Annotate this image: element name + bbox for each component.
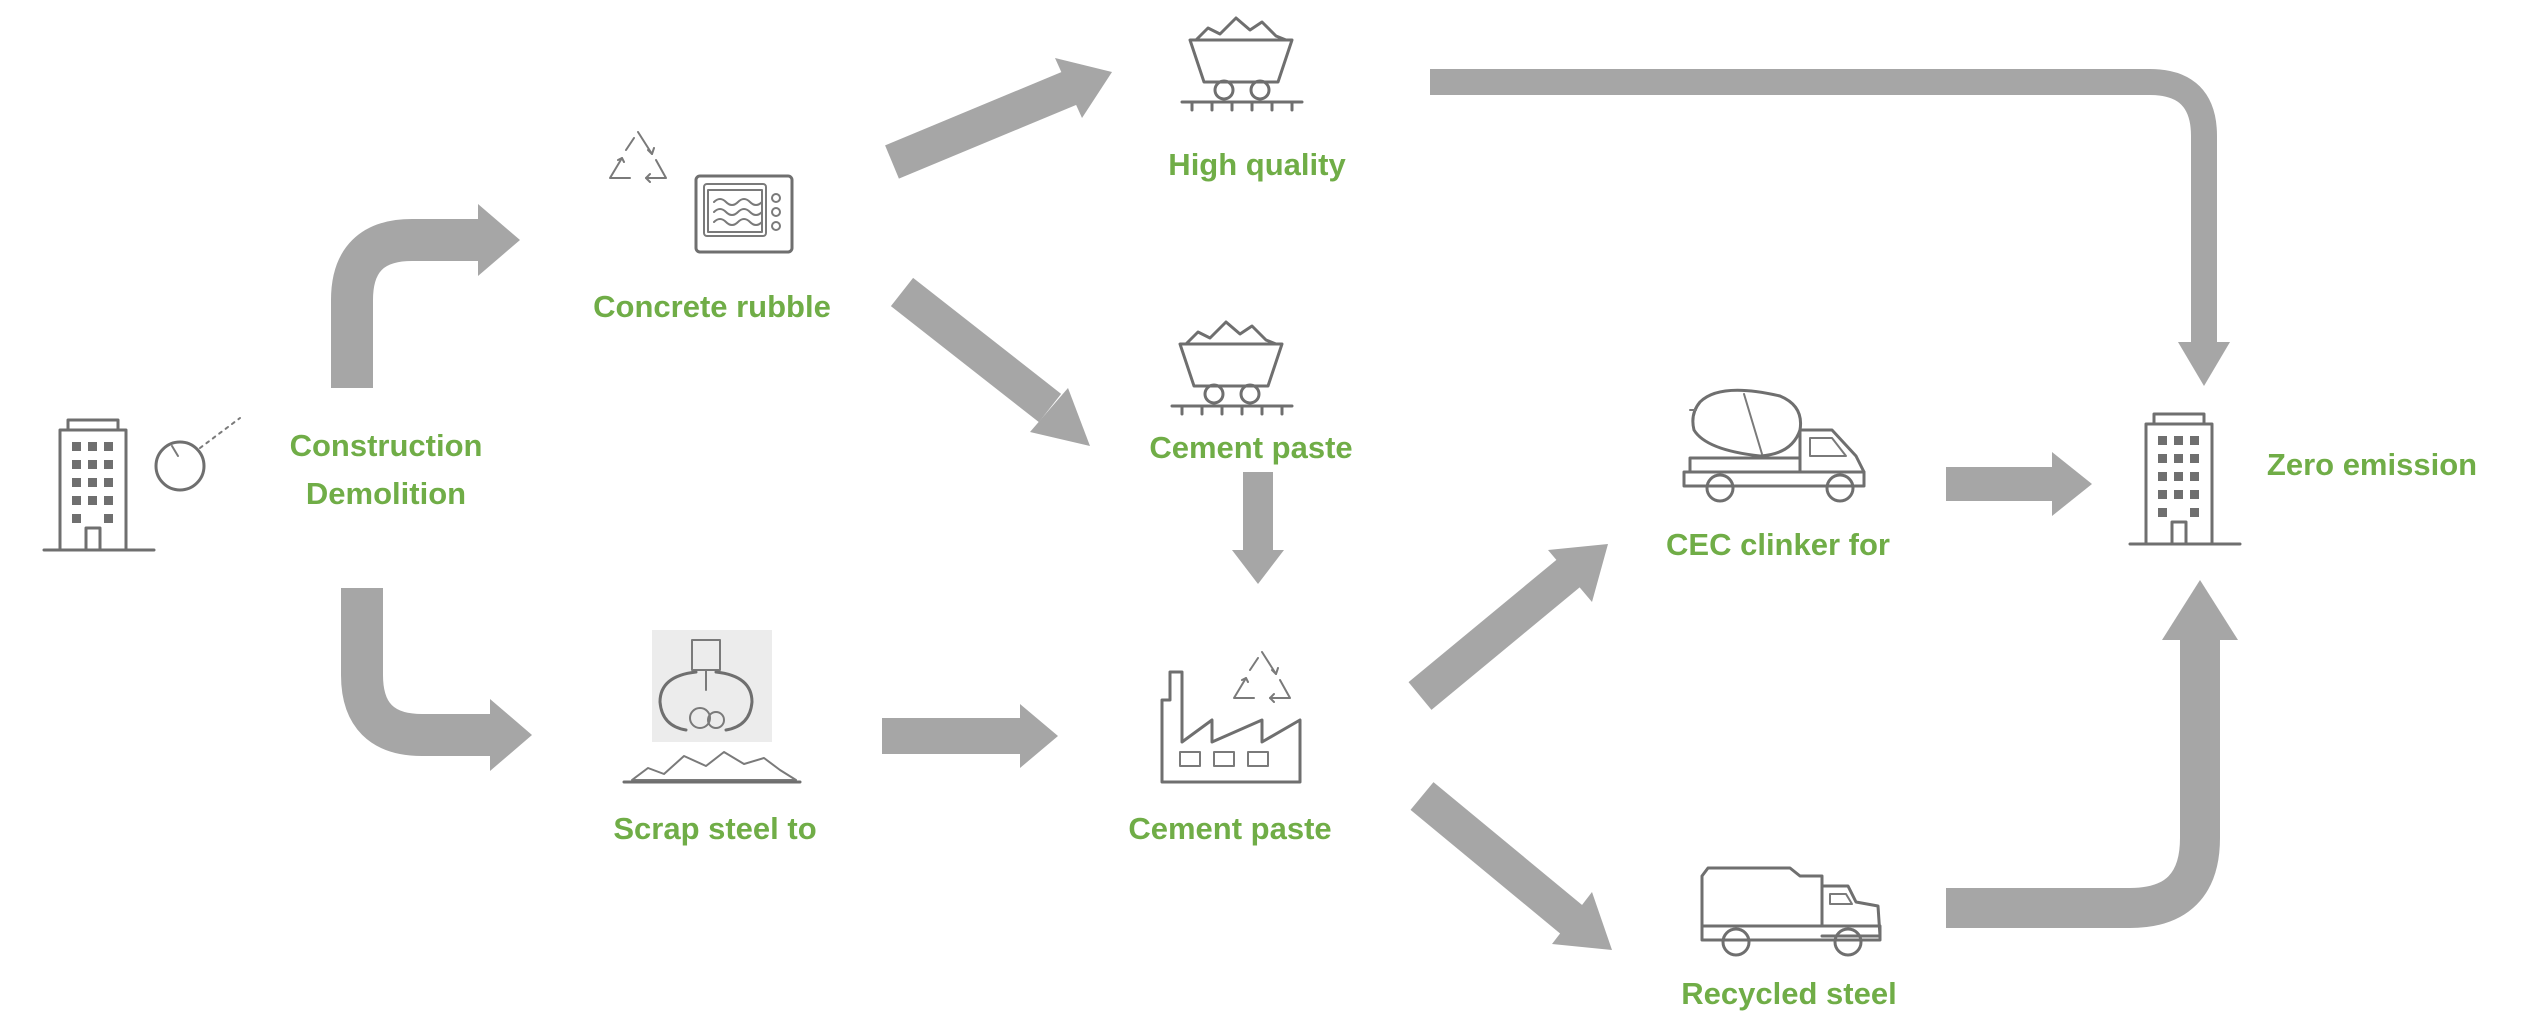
recycle-icon bbox=[1233, 651, 1291, 703]
arrow-cement-paste-down bbox=[1232, 472, 1284, 584]
factory-icon bbox=[1160, 670, 1302, 784]
zero-emission-label: Zero emission bbox=[2266, 447, 2478, 482]
arrow-concrete-rubble-to-cement-paste bbox=[890, 277, 1090, 446]
scrap-steel-label: Scrap steel to bbox=[613, 811, 817, 846]
cec-clinker-label: CEC clinker for bbox=[1666, 527, 1890, 562]
wrecking-ball-icon bbox=[154, 417, 241, 492]
cement-mixer-truck-icon bbox=[1682, 388, 1866, 503]
arrow-construction-to-concrete-rubble bbox=[331, 204, 520, 388]
dump-truck-icon bbox=[1700, 866, 1882, 957]
arrow-high-quality-to-zero-emission bbox=[1430, 69, 2230, 386]
recycled-steel-label: Recycled steel bbox=[1681, 976, 1897, 1011]
scrap-claw-icon bbox=[622, 630, 802, 784]
construction-demolition-label: Construction Demolition bbox=[290, 422, 483, 518]
building-icon bbox=[2128, 412, 2242, 546]
cement-paste-lower-label: Cement paste bbox=[1128, 811, 1332, 846]
microwave-icon bbox=[694, 174, 794, 254]
arrow-scrap-steel-to-cement-paste bbox=[882, 704, 1058, 768]
mine-cart-icon bbox=[1180, 16, 1304, 112]
cement-paste-upper-label: Cement paste bbox=[1149, 430, 1353, 465]
arrow-cec-clinker-to-zero-emission bbox=[1946, 452, 2092, 516]
arrow-construction-to-scrap-steel bbox=[341, 588, 532, 771]
high-quality-label: High quality bbox=[1168, 147, 1346, 182]
arrow-cement-paste-to-cec-clinker bbox=[1408, 544, 1608, 710]
mine-cart-icon bbox=[1170, 320, 1294, 416]
construction-label: Construction bbox=[289, 428, 483, 463]
demolition-label: Demolition bbox=[305, 476, 467, 511]
arrow-concrete-rubble-to-high-quality bbox=[885, 58, 1112, 179]
building-icon bbox=[42, 418, 156, 552]
arrow-cement-paste-to-recycled-steel bbox=[1410, 782, 1612, 950]
arrow-recycled-steel-to-zero-emission bbox=[1946, 580, 2238, 928]
recycle-icon bbox=[609, 131, 667, 183]
concrete-rubble-label: Concrete rubble bbox=[593, 289, 831, 324]
